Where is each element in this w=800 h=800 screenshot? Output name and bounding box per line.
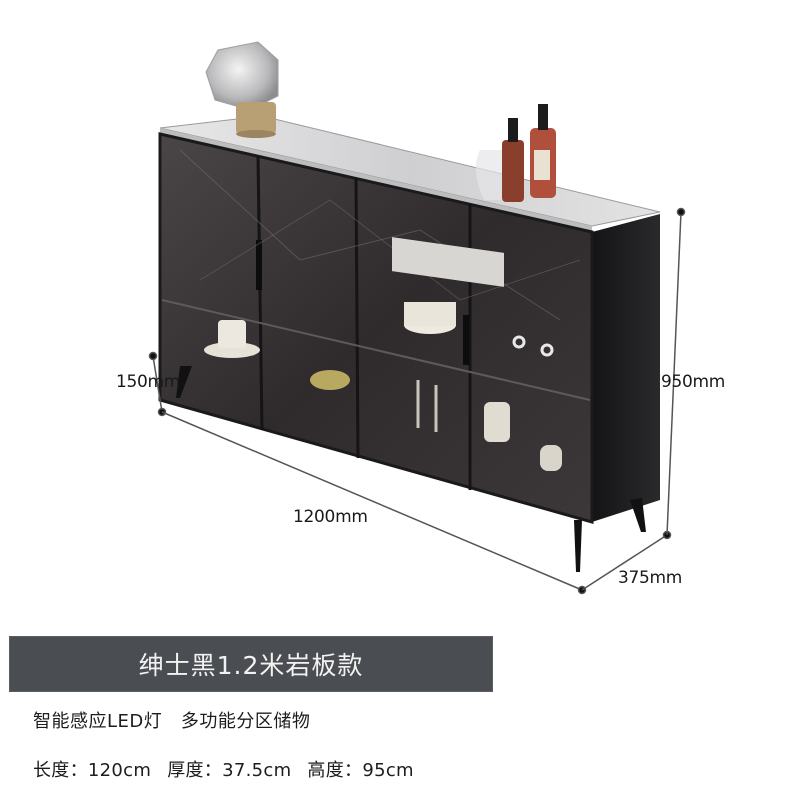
width-label: 1200mm xyxy=(293,507,368,527)
spec-height: 高度：95cm xyxy=(307,760,414,781)
dimension-lines xyxy=(148,207,686,595)
feature-list: 智能感应LED灯 多功能分区储物 xyxy=(33,711,311,732)
cabinet-legs xyxy=(176,366,646,572)
decor-bottles xyxy=(475,104,556,202)
product-variant-banner: 绅士黑1.2米岩板款 xyxy=(10,637,492,691)
banner-title: 绅士黑1.2米岩板款 xyxy=(138,651,364,680)
door-handle xyxy=(463,315,469,365)
display-items xyxy=(204,237,562,471)
depth-label: 375mm xyxy=(618,568,683,588)
door-handle xyxy=(256,240,262,290)
height-label: 950mm xyxy=(661,372,726,392)
product-image: 150mm 950mm 1200mm 375mm xyxy=(116,41,726,595)
spec-list: 长度：120cm 厚度：37.5cm 高度：95cm xyxy=(33,756,414,782)
cabinet-side-panel xyxy=(592,214,660,522)
spec-length: 长度：120cm xyxy=(33,760,152,781)
sideboard-illustration xyxy=(148,41,686,595)
leg-height-label: 150mm xyxy=(116,372,181,392)
decor-lamp xyxy=(205,41,279,138)
spec-depth: 厚度：37.5cm xyxy=(167,760,292,781)
